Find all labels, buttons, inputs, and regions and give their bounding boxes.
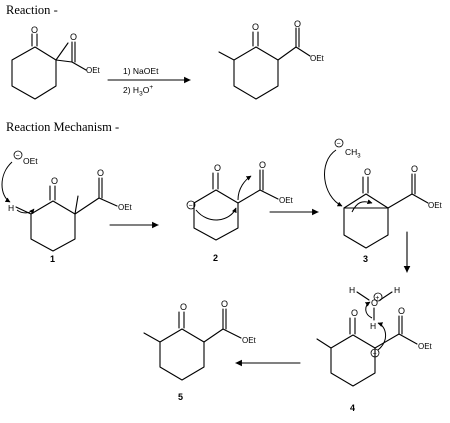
starting-material: O O OEt	[11, 25, 101, 100]
methyl-nucleophile: CH3	[345, 147, 361, 160]
hydronium-oxygen: O	[371, 298, 378, 308]
negative-charge-icon	[334, 138, 344, 148]
ester-ethoxy-group: OEt	[86, 66, 101, 75]
reagent-step-2: 2) H3O+	[123, 84, 153, 98]
negative-charge-icon	[186, 200, 196, 210]
ester-carbonyl-oxygen: O	[294, 19, 301, 29]
compound-label-2: 2	[213, 253, 218, 263]
negative-charge-sign: −	[373, 351, 377, 358]
compound-1: O O OEt H − OEt 1	[1, 150, 133, 264]
ester-carbonyl-oxygen: O	[97, 168, 104, 178]
ester-carbonyl-oxygen: O	[221, 299, 228, 309]
ethoxide-base: OEt	[23, 156, 38, 166]
compound-5: O O OEt 5	[143, 299, 257, 402]
alpha-hydrogen: H	[8, 203, 14, 213]
curved-arrow	[351, 199, 373, 213]
curved-arrow	[16, 208, 35, 215]
reaction-header: Reaction	[6, 3, 58, 18]
curved-arrow	[324, 149, 343, 207]
compound-label-4: 4	[350, 403, 355, 413]
negative-charge-icon	[370, 348, 380, 358]
ester-ethoxy-group: OEt	[310, 54, 325, 63]
ester-carbonyl-oxygen: O	[70, 32, 77, 42]
ester-ethoxy-group: OEt	[418, 342, 433, 351]
compound-label-1: 1	[50, 254, 55, 264]
curved-arrow	[195, 207, 237, 221]
ketone-oxygen: O	[31, 25, 38, 35]
product: O O OEt	[218, 19, 325, 100]
hydronium-hydrogen: H	[394, 285, 400, 295]
compound-label-5: 5	[178, 392, 183, 402]
negative-charge-sign: −	[337, 141, 341, 148]
ester-carbonyl-oxygen: O	[259, 160, 266, 170]
ketone-oxygen: O	[51, 176, 58, 186]
ketone-oxygen: O	[351, 308, 358, 318]
ketone-oxygen: O	[214, 163, 221, 173]
curved-arrow	[377, 322, 386, 351]
negative-charge-sign: −	[16, 153, 20, 160]
ester-ethoxy-group: OEt	[279, 196, 294, 205]
ester-carbonyl-oxygen: O	[411, 164, 418, 174]
ester-ethoxy-group: OEt	[118, 203, 133, 212]
compound-4: O O OEt − H H O H + 4	[316, 285, 433, 413]
curved-arrow	[1, 161, 13, 203]
curved-arrow	[364, 301, 373, 319]
ketone-oxygen: O	[252, 22, 259, 32]
ketone-oxygen: O	[180, 302, 187, 312]
negative-charge-icon	[13, 150, 23, 160]
negative-charge-sign: −	[189, 203, 193, 210]
compound-2: O O OEt − 2	[186, 160, 294, 263]
ester-carbonyl-oxygen: O	[398, 306, 405, 316]
curved-arrow	[237, 175, 252, 201]
compound-label-3: 3	[363, 254, 368, 264]
reagent-step-1: 1) NaOEt	[123, 66, 159, 76]
ketone-oxygen: O	[364, 167, 371, 177]
hydronium-hydrogen: H	[349, 285, 355, 295]
ester-ethoxy-group: OEt	[428, 201, 443, 210]
positive-charge-sign: +	[375, 295, 379, 302]
positive-charge-icon	[373, 292, 383, 302]
ester-ethoxy-group: OEt	[242, 336, 257, 345]
hydronium-hydrogen: H	[370, 321, 376, 331]
compound-3: O O OEt − CH3 3	[324, 138, 443, 264]
mechanism-header: Reaction Mechanism	[6, 120, 119, 135]
